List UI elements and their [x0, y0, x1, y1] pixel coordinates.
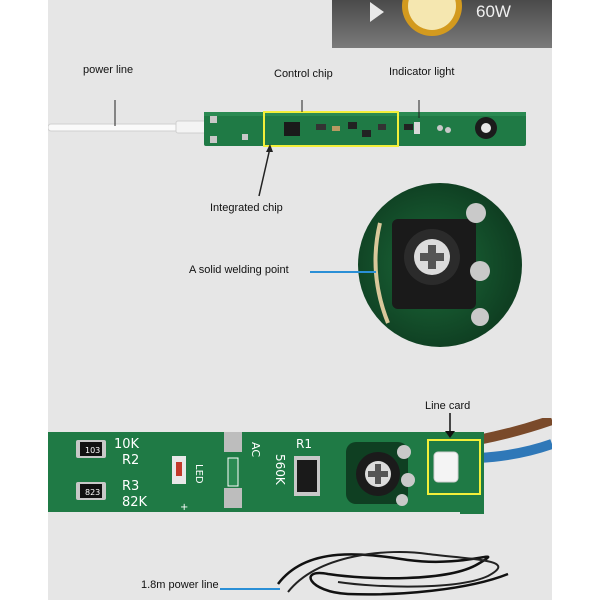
solder-joint [396, 494, 408, 506]
solder-joint [466, 203, 486, 223]
solder-pad [224, 432, 242, 452]
label-power-line: power line [83, 64, 134, 76]
arrow-head [266, 144, 273, 152]
silk-ac: AC [249, 442, 262, 457]
label-control-chip: Control chip [274, 68, 333, 80]
via [445, 127, 451, 133]
smd-capacitor [332, 126, 340, 131]
label-solid-welding-point: A solid welding point [189, 264, 289, 276]
cross-slot [368, 471, 388, 477]
silk-led: LED [193, 464, 204, 484]
label-power-line-length: 1.8m power line [141, 579, 219, 591]
silk-r2-value: 10K [114, 437, 140, 452]
smd-resistor [378, 124, 386, 130]
pcb-edge [204, 112, 526, 116]
line-card-clip [433, 451, 459, 483]
power-cable [48, 123, 179, 132]
silk-r3-ref: R3 [122, 479, 139, 494]
solder-joint [470, 261, 490, 281]
smd-resistor-823 [80, 484, 102, 498]
product-image-panel: 60W power line [48, 0, 552, 600]
silk-r3-value: 82K [122, 495, 148, 510]
silk-plus: + [180, 502, 188, 513]
label-indicator-light: Indicator light [389, 66, 455, 78]
r1-resistor [297, 460, 317, 492]
solder-pad [242, 134, 248, 140]
pointer-line-card [445, 413, 455, 438]
zoom-circle [358, 183, 522, 347]
dial-face [408, 0, 456, 30]
coiled-cable [277, 551, 509, 596]
label-line-card: Line card [425, 400, 471, 412]
silk-r1-ref: R1 [296, 437, 312, 451]
potentiometer-knob [481, 123, 491, 133]
highlight-box [263, 111, 399, 147]
top-photo: 60W [332, 0, 552, 48]
smd-resistor [348, 122, 357, 129]
silk-r1-value: 560K [273, 454, 287, 486]
indicator-led [414, 122, 420, 134]
blue-wire [477, 439, 552, 463]
solder-joint [471, 308, 489, 326]
silk-outline [227, 457, 239, 487]
solder-pad [210, 116, 217, 123]
copper-trace [373, 222, 390, 324]
pcb-board [48, 432, 478, 512]
black-cable [287, 551, 500, 593]
zoom-detail [373, 203, 490, 326]
via [437, 125, 443, 131]
pointer-power-line-length [220, 588, 280, 590]
label-integrated-chip: Integrated chip [210, 202, 283, 214]
cross-slot [420, 253, 444, 261]
solder-joint [397, 445, 411, 459]
dial-photo [370, 0, 462, 36]
smd-823-text: 823 [85, 488, 100, 497]
smd-resistor-103 [80, 442, 102, 456]
black-cable [277, 553, 509, 596]
pcb-board [204, 112, 526, 146]
arrow-head [445, 431, 455, 438]
line-card-highlight [427, 439, 481, 495]
smd-resistor [316, 124, 326, 130]
led-lens [176, 462, 182, 476]
cable-connector [175, 120, 207, 134]
pointer-welding-point [310, 271, 376, 273]
smd-resistor [362, 130, 371, 137]
play-arrow-icon [370, 2, 384, 22]
smd-resistor [404, 124, 413, 130]
solder-pad [210, 136, 217, 143]
solder-pad [224, 488, 242, 508]
board-closeup: 103 823 10K R2 R3 82K LED + AC R1 560K [48, 418, 552, 514]
brown-wire [477, 418, 552, 445]
smd-103-text: 103 [85, 446, 100, 455]
wattage-label: 60W [476, 2, 511, 21]
board-overview [48, 100, 526, 197]
pointer-integrated-chip [258, 147, 271, 197]
silk-r2-ref: R2 [122, 453, 139, 468]
solder-joint [401, 473, 415, 487]
control-chip [284, 122, 300, 136]
